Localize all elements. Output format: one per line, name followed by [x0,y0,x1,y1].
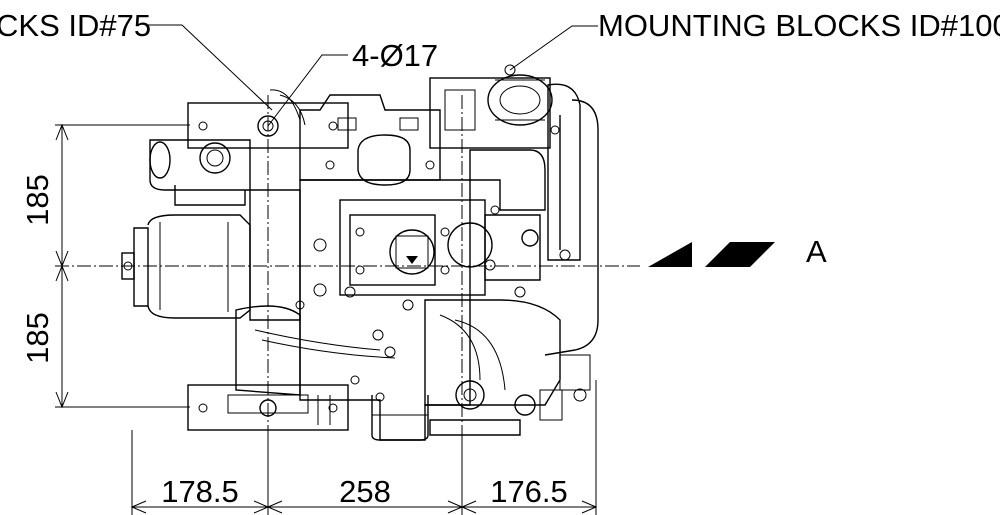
view-arrow-large [705,242,775,267]
bolt-holes-label: 4-Ø17 [352,38,438,73]
timing-cover [235,189,396,396]
callouts: CKS ID#75 4-Ø17 MOUNTING BLOCKS ID#100 [0,8,1000,127]
view-direction-marker: A [648,234,827,269]
engine-outline [121,64,599,441]
mounting-block-top-left [187,102,349,149]
valve-cover [299,94,441,186]
dim-258: 258 [339,474,391,509]
left-mounting-blocks-label: CKS ID#75 [0,8,151,43]
fuel-system [424,299,591,436]
exhaust-elbow [149,139,251,206]
bolt-holes-leader [267,54,348,127]
crank-pulley [121,214,251,319]
bottom-dimensions: 178.5 258 176.5 [130,380,598,515]
intake-plumbing [469,149,546,298]
dim-upper-185: 185 [20,174,55,226]
dim-178-5: 178.5 [161,474,239,509]
view-arrow-small [648,242,692,267]
mounting-block-bottom-left [187,384,349,431]
left-blocks-leader [145,24,273,111]
right-mounting-blocks-label: MOUNTING BLOCKS ID#100 [598,8,1000,43]
engine-block [299,179,493,441]
vertical-dimensions: 185 185 [20,123,190,409]
center-lines [55,95,640,430]
oil-filter [371,329,429,441]
left-details [269,89,360,425]
right-blocks-leader [509,25,598,71]
heat-exchanger [544,83,599,356]
alternator [429,64,553,149]
dim-176-5: 176.5 [490,474,568,509]
dim-lower-185: 185 [20,312,55,364]
view-letter: A [806,234,827,269]
